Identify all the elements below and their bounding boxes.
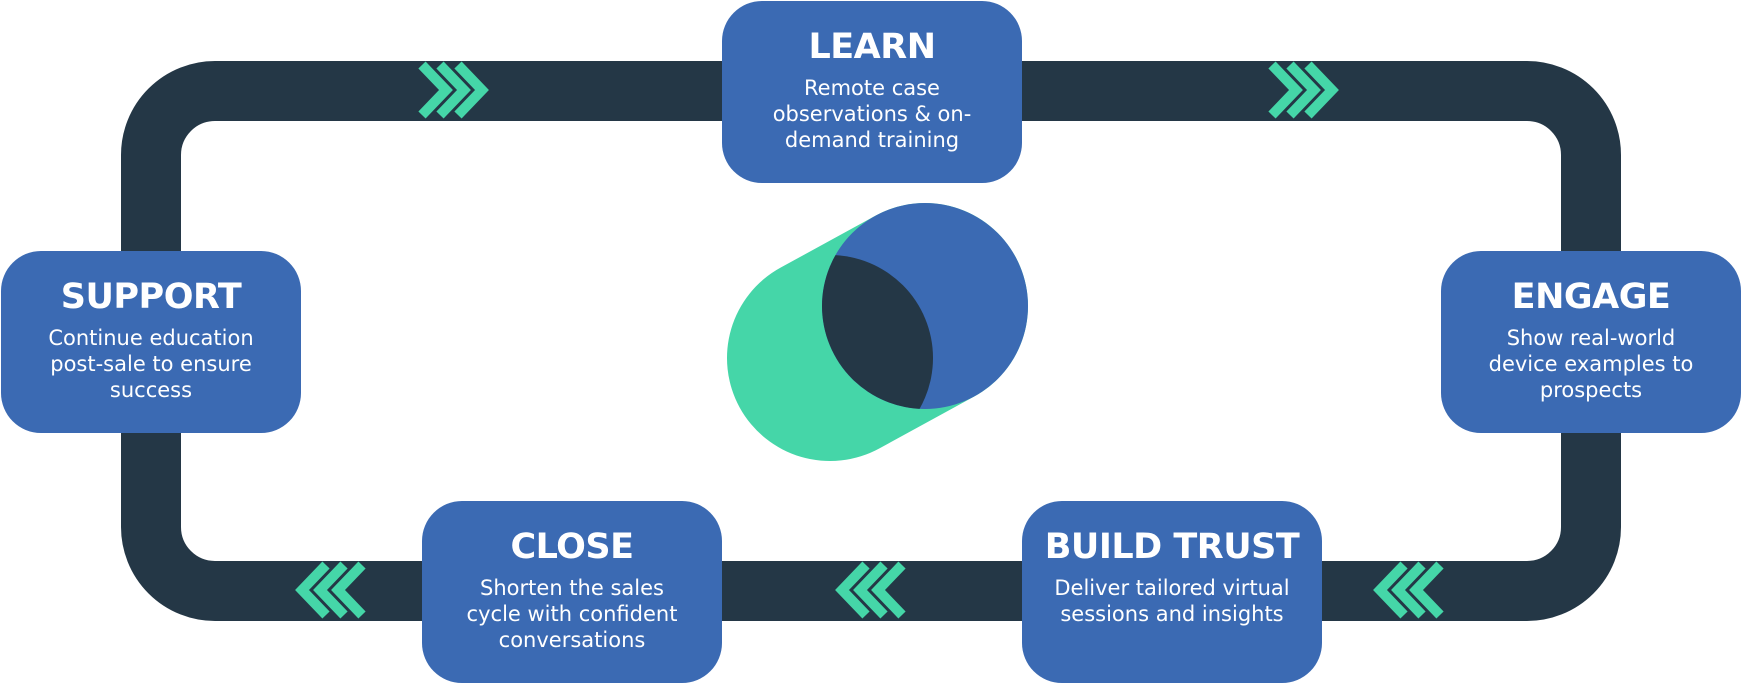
stage-description-line: Shorten the sales	[480, 576, 664, 600]
stage-description-line: device examples to	[1488, 352, 1694, 376]
stage-card-support: SUPPORT Continue education post-sale to …	[1, 251, 301, 433]
stage-description-learn: Remote case observations & on- demand tr…	[722, 75, 1022, 153]
stage-description-line: Remote case	[804, 76, 940, 100]
stage-description-line: sessions and insights	[1060, 602, 1284, 626]
stage-card-close: CLOSE Shorten the sales cycle with confi…	[422, 501, 722, 683]
chevron-right-icon	[418, 61, 489, 119]
chevron-left-icon	[835, 561, 906, 619]
stage-title-support: SUPPORT	[60, 277, 242, 317]
stage-description-line: conversations	[498, 628, 646, 652]
stage-description-support: Continue education post-sale to ensure s…	[1, 325, 301, 403]
stage-description-line: observations & on-	[772, 102, 972, 126]
stage-description-close: Shorten the sales cycle with confident c…	[422, 575, 722, 653]
stage-title-close: CLOSE	[510, 527, 634, 567]
stage-description-line: Deliver tailored virtual	[1054, 576, 1290, 600]
chevron-left-icon	[295, 561, 366, 619]
stage-description-line: Continue education	[48, 326, 254, 350]
stage-description-engage: Show real-world device examples to prosp…	[1441, 325, 1741, 403]
venn-logo-icon	[727, 203, 1028, 461]
stage-description-line: post-sale to ensure	[50, 352, 252, 376]
stage-description-line: demand training	[784, 128, 960, 152]
stage-title-learn: LEARN	[808, 27, 936, 67]
stage-description-line: prospects	[1539, 378, 1643, 402]
stage-title-build-trust: BUILD TRUST	[1044, 527, 1300, 567]
stage-description-line: success	[109, 378, 193, 402]
stage-description-build-trust: Deliver tailored virtual sessions and in…	[1022, 575, 1322, 627]
stage-card-learn: LEARN Remote case observations & on- dem…	[722, 1, 1022, 183]
stage-description-line: cycle with confident	[466, 602, 678, 626]
chevron-right-icon	[1268, 61, 1339, 119]
stage-description-line: Show real-world	[1506, 326, 1676, 350]
stage-title-engage: ENGAGE	[1511, 277, 1671, 317]
chevron-left-icon	[1373, 561, 1444, 619]
stage-card-build-trust: BUILD TRUST Deliver tailored virtual ses…	[1022, 501, 1322, 683]
stage-card-engage: ENGAGE Show real-world device examples t…	[1441, 251, 1741, 433]
